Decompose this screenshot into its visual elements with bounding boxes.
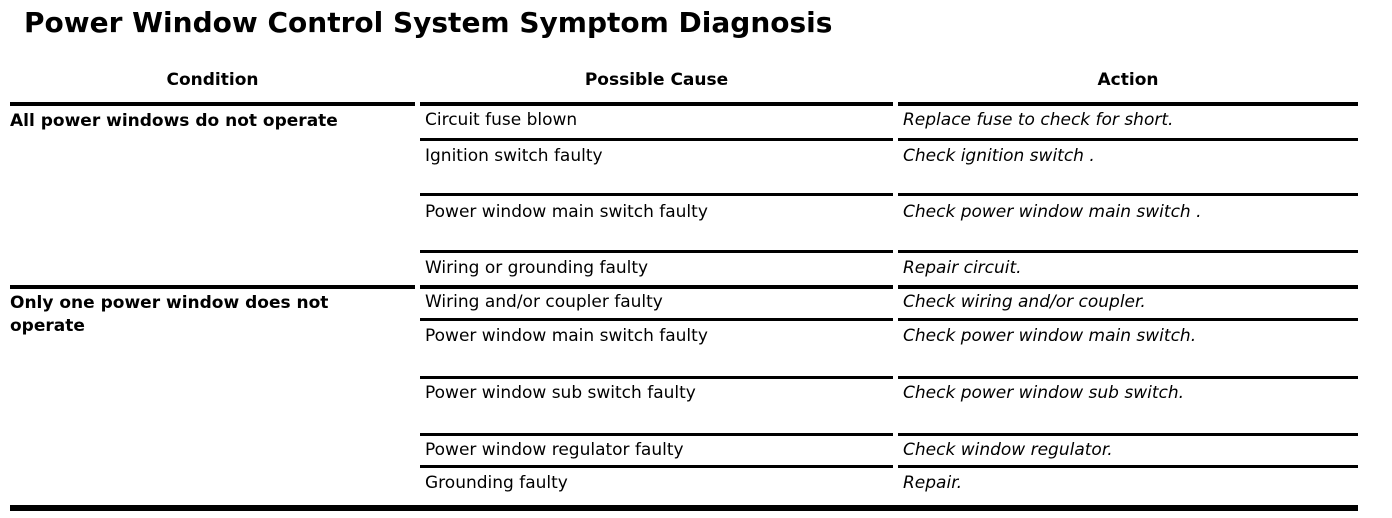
row-separator-action-segment (898, 376, 1358, 379)
table-row-action: Check ignition switch . (903, 146, 1095, 166)
row-separator-cause-segment (420, 318, 893, 321)
table-row-cause: Wiring and/or coupler faulty (425, 292, 663, 312)
table-row-action: Repair circuit. (903, 258, 1022, 278)
table-row-cause: Ignition switch faulty (425, 146, 603, 166)
table-row-cause: Circuit fuse blown (425, 110, 578, 130)
condition-group-2: Only one power window does not operate (10, 293, 329, 336)
row-separator-cause-segment (420, 465, 893, 468)
table-row-action: Check window regulator. (903, 440, 1113, 460)
condition-group-1: All power windows do not operate (10, 111, 338, 131)
table-row-action: Check power window sub switch. (903, 383, 1185, 403)
row-separator-action-segment (898, 250, 1358, 253)
header-rule-action-segment (898, 102, 1358, 106)
group-separator-action-segment (898, 285, 1358, 289)
table-row-action: Check power window main switch . (903, 202, 1202, 222)
column-header-possible-cause: Possible Cause (584, 70, 729, 90)
row-separator-cause-segment (420, 138, 893, 141)
table-row-cause: Power window main switch faulty (425, 202, 708, 222)
table-row-cause: Grounding faulty (425, 473, 568, 493)
row-separator-action-segment (898, 433, 1358, 436)
table-row-action: Repair. (903, 473, 963, 493)
row-separator-cause-segment (420, 193, 893, 196)
row-separator-action-segment (898, 465, 1358, 468)
bottom-rule (10, 505, 1358, 511)
row-separator-cause-segment (420, 433, 893, 436)
table-row-action: Check power window main switch. (903, 326, 1197, 346)
table-row-cause: Wiring or grounding faulty (425, 258, 649, 278)
group-separator-condition-segment (10, 285, 415, 289)
group-separator-cause-segment (420, 285, 893, 289)
table-row-cause: Power window main switch faulty (425, 326, 708, 346)
column-header-condition: Condition (166, 70, 259, 90)
table-row-cause: Power window regulator faulty (425, 440, 684, 460)
row-separator-cause-segment (420, 250, 893, 253)
header-rule-condition-segment (10, 102, 415, 106)
page-title: Power Window Control System Symptom Diag… (24, 6, 833, 39)
table-row-cause: Power window sub switch faulty (425, 383, 696, 403)
header-rule-cause-segment (420, 102, 893, 106)
row-separator-action-segment (898, 138, 1358, 141)
row-separator-action-segment (898, 318, 1358, 321)
column-header-action: Action (1097, 70, 1159, 90)
row-separator-cause-segment (420, 376, 893, 379)
row-separator-action-segment (898, 193, 1358, 196)
table-row-action: Check wiring and/or coupler. (903, 292, 1146, 312)
table-row-action: Replace fuse to check for short. (903, 110, 1174, 130)
